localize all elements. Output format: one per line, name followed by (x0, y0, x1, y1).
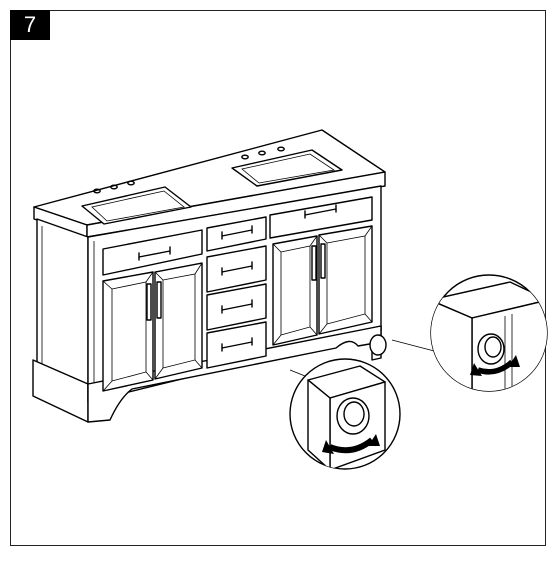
right-door-outer (272, 235, 318, 346)
top-right-drawer (269, 196, 373, 239)
right-door-handles (311, 243, 326, 281)
foot-leveler-spot (369, 334, 387, 356)
center-drawer-4 (206, 321, 267, 369)
left-door-handles (146, 281, 162, 321)
center-drawer-3 (206, 283, 267, 331)
right-door-inner (318, 225, 373, 335)
step-number-badge: 7 (10, 10, 50, 40)
left-door-outer (102, 271, 154, 392)
cabinet-base (87, 325, 382, 423)
center-top-drawer (206, 216, 267, 252)
center-drawer-2 (206, 245, 267, 293)
faucet-holes (93, 146, 285, 194)
rotation-arrow-icon (470, 355, 520, 376)
rotation-arrow-icon (322, 434, 380, 454)
top-left-drawer (102, 229, 203, 276)
right-sink (231, 149, 343, 187)
leveler-detail-right (430, 274, 548, 392)
instruction-frame (10, 10, 546, 546)
left-door-inner (154, 262, 203, 380)
left-sink (81, 186, 192, 225)
leveler-detail-left (289, 358, 401, 470)
